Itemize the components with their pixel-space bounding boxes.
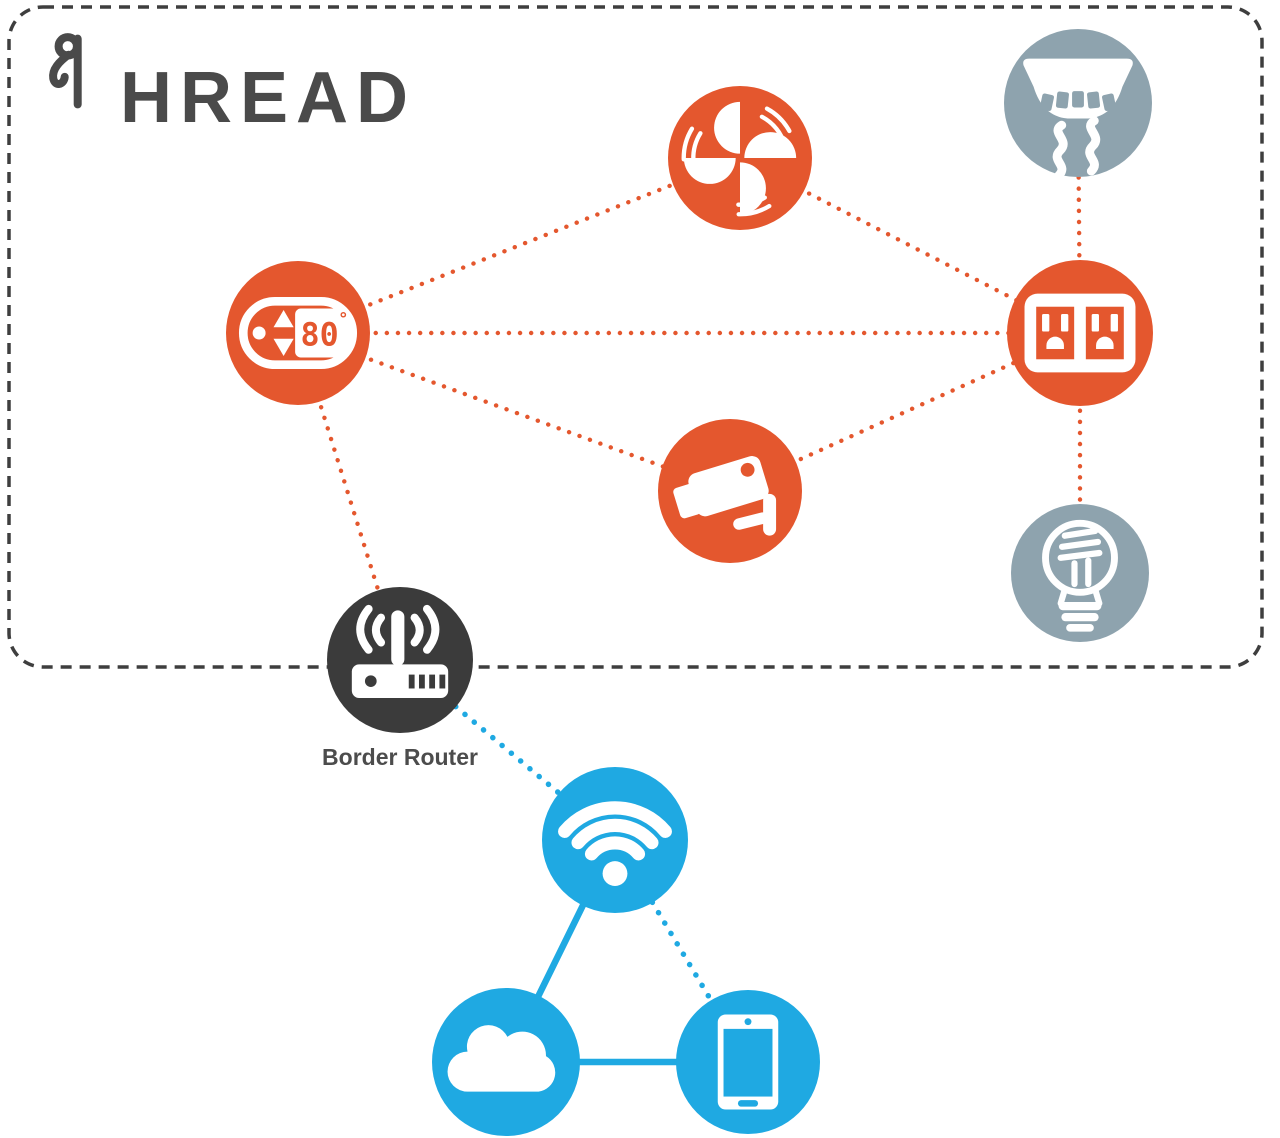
node-cloud: [432, 988, 580, 1136]
node-power-outlet: [1007, 260, 1153, 406]
node-security-camera: [658, 419, 802, 563]
node-light-bulb: [1011, 504, 1149, 642]
node-fan: [668, 86, 812, 230]
wifi-icon: [558, 801, 672, 886]
thread-logo-letters: HREAD: [120, 58, 417, 138]
tablet-icon: [717, 1014, 779, 1110]
security-camera-icon: [673, 456, 777, 536]
thermostat-icon: 80 °: [238, 297, 358, 369]
thermostat-degree-symbol: °: [338, 309, 348, 329]
thread-logo: HREAD: [36, 26, 436, 134]
smoke-detector-icon: [1023, 58, 1133, 177]
thread-network-boundary: [7, 5, 1264, 669]
fan-icon: [681, 101, 797, 217]
edge-thermostat-fan: [295, 155, 743, 336]
edge-thermostat-camera: [295, 330, 733, 494]
node-tablet: [676, 990, 820, 1134]
node-smoke-detector: [1004, 29, 1152, 177]
border-router-label: Border Router: [322, 744, 478, 770]
thermostat-temperature: 80: [301, 317, 339, 353]
thread-logo-glyph-icon: [49, 33, 82, 109]
node-thermostat: 80 °: [226, 261, 370, 405]
node-border-router: [327, 587, 473, 733]
cloud-icon: [447, 1025, 556, 1092]
node-wifi: [542, 767, 688, 913]
power-outlet-icon: [1024, 293, 1136, 373]
light-bulb-icon: [1042, 519, 1118, 632]
wireless-router-icon: [351, 604, 449, 698]
